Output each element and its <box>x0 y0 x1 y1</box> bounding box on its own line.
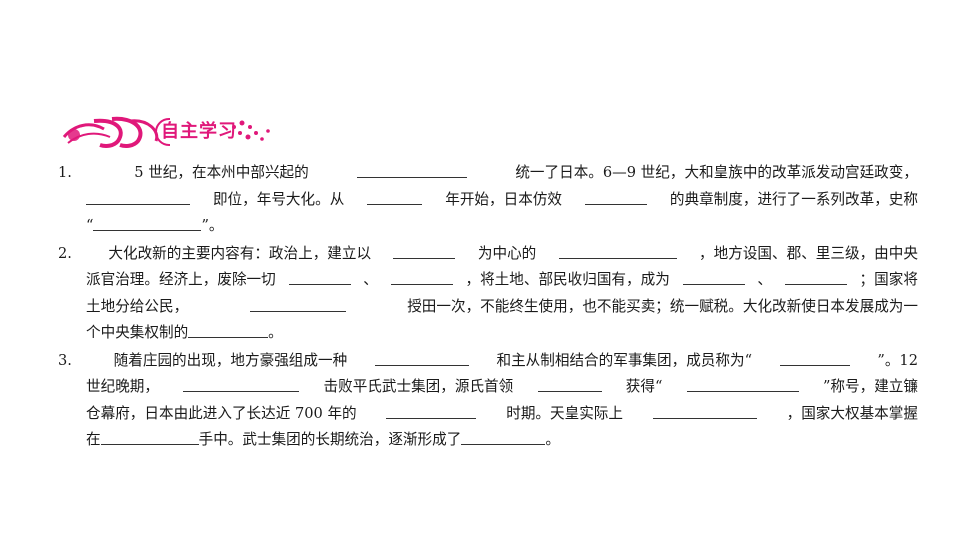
text-line: 派官治理。经济上，废除一切 、 ，将土地、部民收归国有，成为 、 ；国家将 <box>58 267 918 294</box>
fill-in-blank[interactable] <box>779 348 850 366</box>
fill-in-blank[interactable] <box>367 187 423 205</box>
text-segment: 、 <box>363 271 378 288</box>
fill-in-blank[interactable] <box>686 374 799 392</box>
text-segment: 土地分给公民， <box>86 297 189 315</box>
section-header: 自主学习 <box>60 115 270 149</box>
text-segment: 手中。武士集团的长期统治，逐渐形成了 <box>198 431 462 448</box>
fill-in-blank[interactable] <box>183 374 300 392</box>
text-segment: 派官治理。经济上，废除一切 <box>86 271 276 288</box>
text-segment: 。 <box>545 431 560 448</box>
text-segment: 5 世纪，在本州中部兴起的 <box>134 164 309 181</box>
text-segment: ；国家将 <box>859 271 918 288</box>
text-line: 1. 5 世纪，在本州中部兴起的 统一了日本。6—9 世纪，大和皇族中的改革派发动宫… <box>58 160 918 187</box>
text-line: 3. 随着庄园的出现，地方豪强组成一种 和主从制相结合的军事集团，成员称为“ ”。12 <box>58 348 918 375</box>
text-segment: 、 <box>757 271 772 288</box>
text-segment: 大化改新的主要内容有：政治上，建立以 <box>108 244 372 262</box>
text-segment: ”。12 <box>877 351 918 369</box>
fill-in-blank[interactable] <box>390 267 453 285</box>
fill-in-blank[interactable] <box>393 241 456 259</box>
fill-in-blank[interactable] <box>357 160 468 178</box>
fill-in-blank[interactable] <box>100 427 199 445</box>
text-line: 在 手中。武士集团的长期统治，逐渐形成了 。 <box>58 427 918 454</box>
question-number: 2. <box>58 244 72 262</box>
text-line: 世纪晚期， 击败平氏武士集团，源氏首领 获得“ ”称号，建立镰 <box>58 374 918 401</box>
fill-in-blank[interactable] <box>188 320 269 338</box>
fill-in-blank[interactable] <box>374 348 469 366</box>
text-segment: 在 <box>86 431 101 448</box>
text-segment: ”称号，建立镰 <box>822 378 918 395</box>
fill-in-blank[interactable] <box>784 267 847 285</box>
fill-in-blank[interactable] <box>93 213 202 231</box>
worksheet-content: 1. 5 世纪，在本州中部兴起的 统一了日本。6—9 世纪，大和皇族中的改革派发动宫… <box>58 160 918 455</box>
fill-in-blank[interactable] <box>249 294 346 312</box>
fill-in-blank[interactable] <box>537 374 602 392</box>
text-line: “ ”。 <box>58 213 918 240</box>
text-segment: ，地方设国、郡、里三级，由中央 <box>699 244 918 262</box>
text-segment: 统一了日本。6—9 世纪，大和皇族中的改革派发动宫廷政变， <box>515 164 918 181</box>
text-segment: 即位，年号大化。从 <box>212 190 345 208</box>
text-line: 即位，年号大化。从 年开始，日本仿效 的典章制度，进行了一系列改革，史称 <box>58 187 918 214</box>
text-segment: “ <box>86 217 94 234</box>
text-segment: 击败平氏武士集团，源氏首领 <box>323 378 514 395</box>
text-segment: 为中心的 <box>477 244 537 262</box>
text-segment: 的典章制度，进行了一系列改革，史称 <box>669 190 918 208</box>
text-segment: ，将土地、部民收归国有，成为 <box>465 271 670 288</box>
text-segment: 。 <box>268 324 283 341</box>
fill-in-blank[interactable] <box>652 401 757 419</box>
decorative-dots-icon <box>232 120 270 141</box>
fill-in-blank[interactable] <box>386 401 477 419</box>
fill-in-blank[interactable] <box>288 267 351 285</box>
fill-in-blank[interactable] <box>86 187 190 205</box>
text-segment: 获得“ <box>625 378 663 395</box>
question-number: 3. <box>58 351 72 369</box>
text-segment: 授田一次，不能终生使用，也不能买卖；统一赋税。大化改新使日本发展成为一 <box>407 297 918 315</box>
text-segment: 年开始，日本仿效 <box>445 190 562 208</box>
text-line: 2. 大化改新的主要内容有：政治上，建立以 为中心的 ，地方设国、郡、里三级，由中央 <box>58 241 918 268</box>
fill-in-blank[interactable] <box>558 241 677 259</box>
text-line: 仓幕府，日本由此进入了长达近 700 年的 时期。天皇实际上 ，国家大权基本掌握 <box>58 401 918 428</box>
text-segment: 仓幕府，日本由此进入了长达近 700 年的 <box>86 404 357 422</box>
question-1: 1. 5 世纪，在本州中部兴起的 统一了日本。6—9 世纪，大和皇族中的改革派发动宫… <box>58 160 918 240</box>
text-segment: ，国家大权基本掌握 <box>786 404 918 422</box>
fill-in-blank[interactable] <box>461 427 546 445</box>
text-segment: 世纪晚期， <box>86 378 159 395</box>
text-segment: 随着庄园的出现，地方豪强组成一种 <box>113 351 348 369</box>
fill-in-blank[interactable] <box>584 187 647 205</box>
swirl-logo-icon <box>62 116 170 148</box>
question-3: 3. 随着庄园的出现，地方豪强组成一种 和主从制相结合的军事集团，成员称为“ ”。12… <box>58 348 918 454</box>
question-2: 2. 大化改新的主要内容有：政治上，建立以 为中心的 ，地方设国、郡、里三级，由中央派… <box>58 241 918 347</box>
fill-in-blank[interactable] <box>682 267 745 285</box>
text-line: 土地分给公民， 授田一次，不能终生使用，也不能买卖；统一赋税。大化改新使日本发展成… <box>58 294 918 321</box>
section-title: 自主学习 <box>161 121 237 142</box>
question-number: 1. <box>58 164 72 181</box>
text-segment: 时期。天皇实际上 <box>506 404 623 422</box>
text-line: 个中央集权制的 。 <box>58 320 918 347</box>
text-segment: 个中央集权制的 <box>86 324 189 341</box>
text-segment: 和主从制相结合的军事集团，成员称为“ <box>496 351 753 369</box>
text-segment: ”。 <box>201 217 224 234</box>
